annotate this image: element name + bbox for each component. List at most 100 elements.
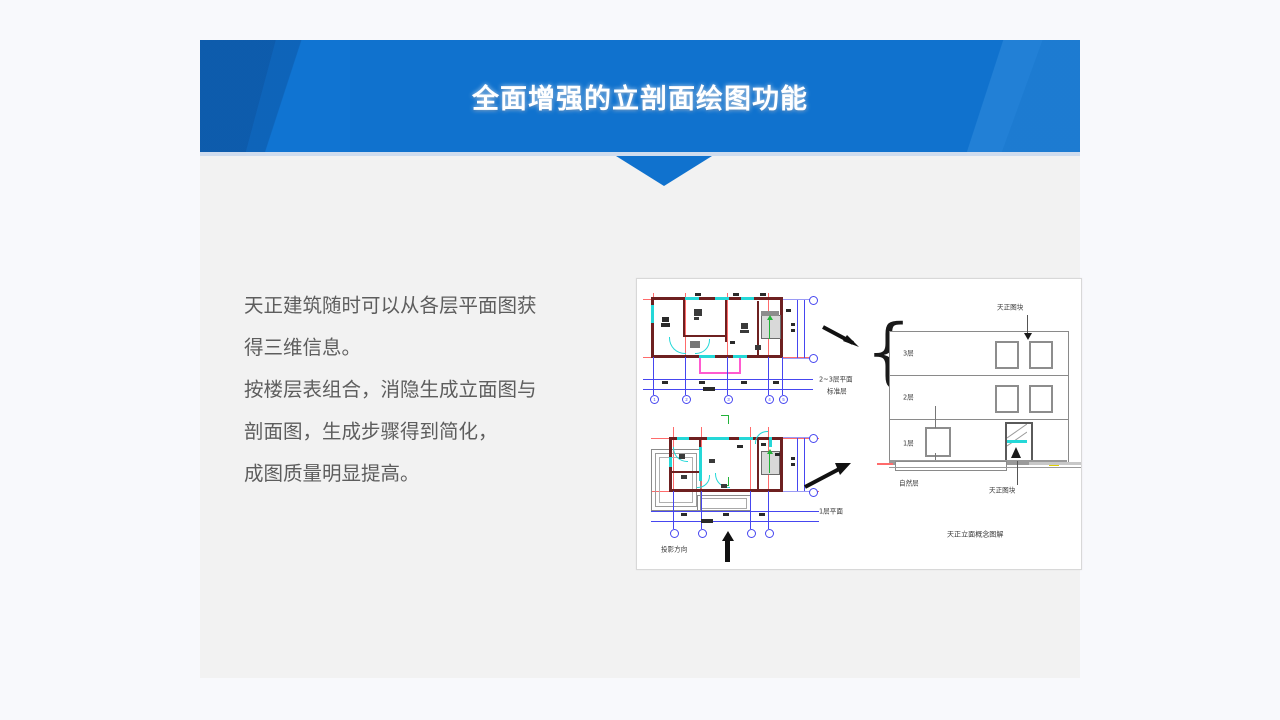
block-label-bottom: 天正图块 [989,486,1016,495]
banner-stripe-left-dark [200,40,500,152]
window-cyan [715,297,729,300]
elevation-floor-1 [889,419,1069,463]
axis-marker [809,488,818,497]
wall-interior [757,437,759,491]
axis-marker: 1 [650,395,659,404]
projection-direction-label: 投影方向 [661,545,688,554]
body-paragraph: 天正建筑随时可以从各层平面图获 得三维信息。 按楼层表组合，消隐生成立面图与 剖… [244,294,537,485]
callout-leader-bottom [1017,461,1018,485]
figure-cad-illustration: 1 2 3 4 5 2~3层平面 标准层 [636,278,1082,570]
lower-plan-label: 1层平面 [819,507,843,516]
dimension-text [773,381,779,384]
dimension-line [783,299,813,300]
furniture [775,453,780,456]
furniture [721,484,727,488]
window-block [995,341,1019,369]
dimension-text [701,519,713,523]
window-cyan [739,437,753,440]
dimension-text [791,329,795,332]
ground-platform [895,461,1007,471]
furniture [755,345,761,350]
dimension-text [791,463,795,466]
figure-content: 1 2 3 4 5 2~3层平面 标准层 [637,279,1081,569]
ground-line-gray [1029,462,1081,465]
stair-direction-arrow [769,451,770,473]
wall [780,437,783,492]
wall-interior [725,297,727,342]
wall [651,297,654,358]
projection-arrow-head [722,531,734,541]
balcony-outline [699,372,741,374]
window-cyan [669,457,672,467]
furniture [786,309,791,312]
window-cyan [707,437,729,440]
dimension-text [703,387,715,391]
furniture [694,317,699,320]
stair-direction-arrow [769,317,770,339]
wall-interior [757,301,759,355]
furniture [694,309,702,316]
upper-plan-label-line1: 2~3层平面 [819,375,853,384]
balcony-outline [739,358,741,374]
window-cyan [651,305,654,323]
axis-marker [747,529,756,538]
dimension-tick [750,491,751,529]
wall-interior [683,335,727,337]
dimension-text [662,381,668,384]
natural-grade-label: 自然层 [899,479,919,488]
banner-underline [200,152,1080,156]
dimension-text [741,381,747,384]
upper-plan-label-line2: 标准层 [827,387,847,396]
dimension-line [783,437,813,438]
dimension-text [723,513,729,516]
furniture [681,475,687,479]
furniture [661,323,670,327]
dimension-tick [653,357,654,395]
door-block-hatch [1007,424,1027,447]
wall-interior [669,471,701,473]
window-cyan [677,437,689,440]
axis-marker [765,529,774,538]
furniture [679,454,685,459]
furniture [737,445,743,448]
window-cyan [733,355,747,358]
dimension-line [643,379,813,380]
dimension-tick [701,491,702,529]
axis-marker [809,296,818,305]
dimension-line [651,521,819,522]
ground-line-yellow [1049,464,1059,466]
title-banner: 全面增强的立剖面绘图功能 [200,40,1080,152]
furniture [760,293,766,296]
axis-marker: 3 [724,395,733,404]
ground-line-red [877,463,893,465]
dimension-line [643,389,813,390]
block-label-top: 天正图块 [997,303,1024,312]
door-block-cyan-band [1007,440,1027,443]
grid-line-red [750,427,751,505]
dimension-line [651,511,819,512]
grid-line-red [727,293,728,365]
door-swing [755,431,768,444]
window-block [995,385,1019,413]
dimension-text [791,457,795,460]
ground-baseline [889,467,1081,468]
dimension-vert [804,299,805,359]
projection-arrow-shaft [725,540,730,562]
balcony-outline [699,358,701,374]
dimension-vert [797,299,798,359]
dimension-tick [768,357,769,395]
furniture [740,330,749,333]
axis-marker [809,354,818,363]
axis-marker: 4 [765,395,774,404]
wall [780,297,783,358]
callout-arrow-top [1024,333,1032,340]
connector-arrows [804,325,859,489]
dimension-line [783,358,813,359]
stair-arrow-head [767,449,773,454]
furniture [690,341,700,348]
slide: 全面增强的立剖面绘图功能 天正建筑随时可以从各层平面图获 得三维信息。 按楼层表… [200,40,1082,678]
dimension-vert [804,437,805,492]
page-title: 全面增强的立剖面绘图功能 [472,83,808,114]
entry-marker [728,415,729,424]
